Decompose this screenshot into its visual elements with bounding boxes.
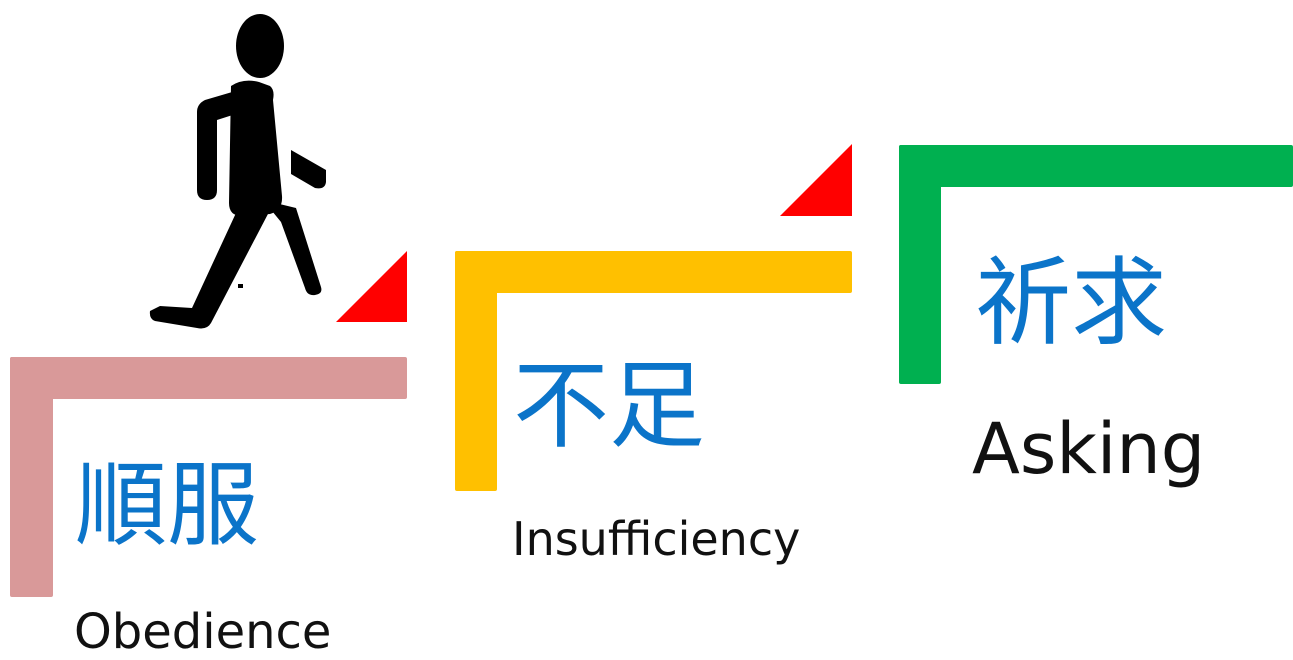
step3-title-en: Asking [972,408,1206,490]
red-triangle-icon-step1 [336,251,407,322]
step2-title-zh: 不足 [513,350,705,462]
person-front-leg [263,200,322,296]
person-head [236,14,284,78]
walking-person-icon [149,14,326,329]
step1-vertical-bar [10,357,53,597]
step1-title-en: Obedience [74,604,332,660]
step3-vertical-bar [899,145,941,384]
step1-title-zh: 順服 [75,452,260,559]
person-front-arm [291,150,326,189]
step3-horizontal-bar [899,145,1293,187]
step2-horizontal-bar [455,251,852,293]
step1-horizontal-bar [10,357,407,399]
red-triangle-icon-step2 [780,144,852,216]
person-back-leg [149,200,269,329]
step2-title-en: Insufficiency [512,512,801,566]
step3-title-zh: 祈求 [975,247,1167,359]
person-back-arm [197,90,242,200]
person-ground-mark [238,284,243,288]
step2-vertical-bar [455,251,497,491]
person-torso [229,80,283,217]
